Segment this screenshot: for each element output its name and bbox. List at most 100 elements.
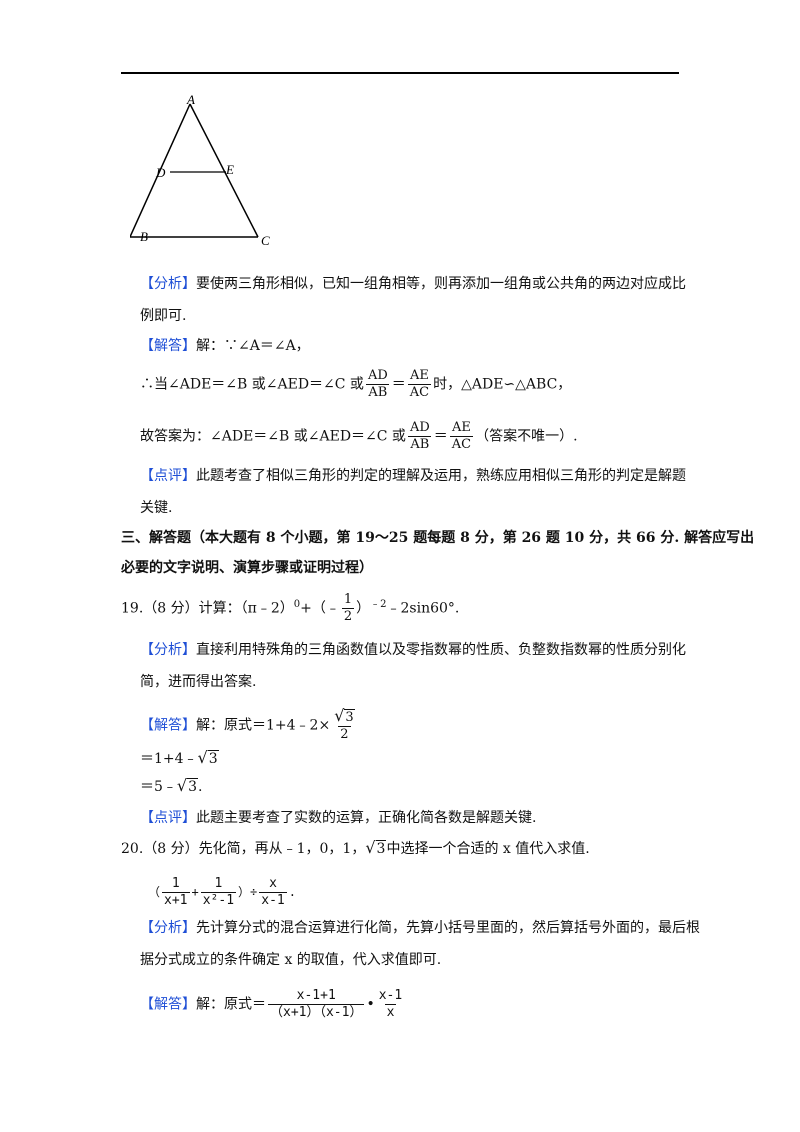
analysis-tag: 【分析】: [140, 276, 196, 292]
answer-pre: 解：原式＝: [196, 996, 266, 1013]
label-C: C: [261, 233, 270, 248]
radical-icon: √: [365, 838, 376, 857]
q20-analysis-cont: 据分式成立的条件确定 x 的取值，代入求值即可.: [140, 952, 442, 968]
denominator: AB: [408, 436, 432, 452]
q20-analysis: 【分析】先计算分式的混合运算进行化简，先算小括号里面的，然后算括号外面的，最后根: [140, 918, 700, 938]
numerator: AE: [451, 420, 471, 435]
numerator: AD: [367, 368, 388, 383]
numerator: x: [269, 876, 277, 891]
numerator: 1: [343, 592, 353, 607]
denominator: 2: [341, 608, 355, 624]
analysis-tag: 【分析】: [140, 920, 196, 936]
step3-pre: ＝5﹣: [140, 779, 177, 795]
comment-text: 此题考查了相似三角形的判定的理解及运用，熟练应用相似三角形的判定是解题: [196, 468, 686, 484]
comment-tag: 【点评】: [140, 468, 196, 484]
denominator: AB: [366, 384, 390, 400]
side-AC: [189, 103, 259, 238]
denominator: x+1: [162, 892, 190, 908]
step3-post: .: [198, 779, 203, 795]
comment-text: 此题主要考查了实数的运算，正确化简各数是解题关键.: [196, 810, 537, 826]
triangle-figure: A D E B C: [130, 92, 270, 248]
q19-mid: +（﹣: [300, 600, 340, 617]
analysis-text: 直接利用特殊角的三角函数值以及零指数幂的性质、负整数指数幂的性质分别化: [196, 642, 686, 658]
q19-step2: ＝1+4﹣√3: [140, 748, 219, 769]
q19-analysis: 【分析】直接利用特殊角的三角函数值以及零指数幂的性质、负整数指数幂的性质分别化: [140, 640, 686, 660]
q19-analysis-cont: 简，进而得出答案.: [140, 674, 257, 690]
side-AB: [130, 103, 191, 238]
line3-pre: 故答案为：∠ADE＝∠B 或∠AED＝∠C 或: [140, 428, 406, 445]
q19-close: ）: [356, 600, 371, 617]
answer-tag: 【解答】: [140, 338, 196, 354]
line3-post: （答案不唯一）.: [475, 428, 578, 445]
q18-comment-cont: 关键.: [140, 500, 173, 516]
equals: ＝: [433, 428, 448, 445]
q19-step3: ＝5﹣√3.: [140, 776, 203, 797]
q20-question: 20.（8 分）先化简，再从﹣1，0，1，√3中选择一个合适的 x 值代入求值.: [121, 838, 590, 859]
expr-close: ）÷: [238, 885, 258, 899]
numerator: 1: [171, 876, 180, 891]
numerator: √3: [332, 708, 356, 726]
section-heading: 三、解答题（本大题有 8 个小题，第 19～25 题每题 8 分，第 26 题 …: [121, 530, 755, 546]
radical-icon: √: [197, 748, 208, 767]
section-heading-cont: 必要的文字说明、演算步骤或证明过程）: [121, 560, 373, 576]
label-A: A: [186, 92, 195, 107]
q20-label-pre: 20.（8 分）先化简，再从﹣1，0，1，: [121, 841, 366, 857]
sqrt: √3: [334, 708, 355, 726]
denominator: AC: [407, 384, 432, 400]
denominator: AC: [449, 436, 474, 452]
denominator: x: [384, 1004, 397, 1020]
q19-comment: 【点评】此题主要考查了实数的运算，正确化简各数是解题关键.: [140, 808, 536, 828]
denominator: 2: [338, 726, 351, 742]
q18-analysis: 【分析】要使两三角形相似，已知一组角相等，则再添加一组角或公共角的两边对应成比: [140, 274, 686, 294]
label-B: B: [140, 229, 148, 244]
line2-post: 时，△ADE∽△ABC，: [433, 376, 572, 393]
comment-tag: 【点评】: [140, 810, 196, 826]
answer-pre: 解：原式＝1+4﹣2×: [196, 717, 331, 734]
answer-tag: 【解答】: [140, 717, 196, 734]
radical-icon: √: [176, 776, 188, 795]
radicand: 3: [207, 750, 219, 767]
numerator: AD: [409, 420, 430, 435]
numerator: 1: [214, 876, 223, 891]
analysis-text: 先计算分式的混合运算进行化简，先算小括号里面的，然后算括号外面的，最后根: [196, 920, 700, 936]
header-rule: [121, 72, 679, 74]
equals: ＝: [391, 376, 406, 393]
numerator: x-1: [378, 988, 403, 1003]
radicand: 3: [187, 778, 199, 795]
numerator: x-1+1: [296, 988, 336, 1003]
q19-label: 19.（8 分）计算：（π﹣2）: [121, 600, 294, 617]
denominator: x-1: [259, 892, 287, 908]
exponent-neg2: ﹣2: [370, 598, 387, 610]
multiply-dot: •: [366, 996, 375, 1013]
radicand: 3: [375, 840, 387, 857]
step2-pre: ＝1+4﹣: [140, 751, 198, 767]
expr-open: （: [148, 885, 161, 899]
q19-tail: ﹣2sin60°.: [386, 600, 460, 617]
q18-comment: 【点评】此题考查了相似三角形的判定的理解及运用，熟练应用相似三角形的判定是解题: [140, 466, 686, 486]
radicand: 3: [344, 709, 355, 725]
expr-end: .: [288, 885, 296, 899]
exponent-zero: 0: [293, 598, 301, 610]
answer-text: 解：∵∠A＝∠A，: [196, 338, 310, 354]
label-E: E: [225, 162, 234, 177]
line2-pre: ∴当∠ADE＝∠B 或∠AED＝∠C 或: [140, 376, 364, 393]
sqrt: √3: [365, 838, 387, 859]
plus: +: [191, 885, 199, 899]
sqrt: √3: [176, 776, 199, 797]
